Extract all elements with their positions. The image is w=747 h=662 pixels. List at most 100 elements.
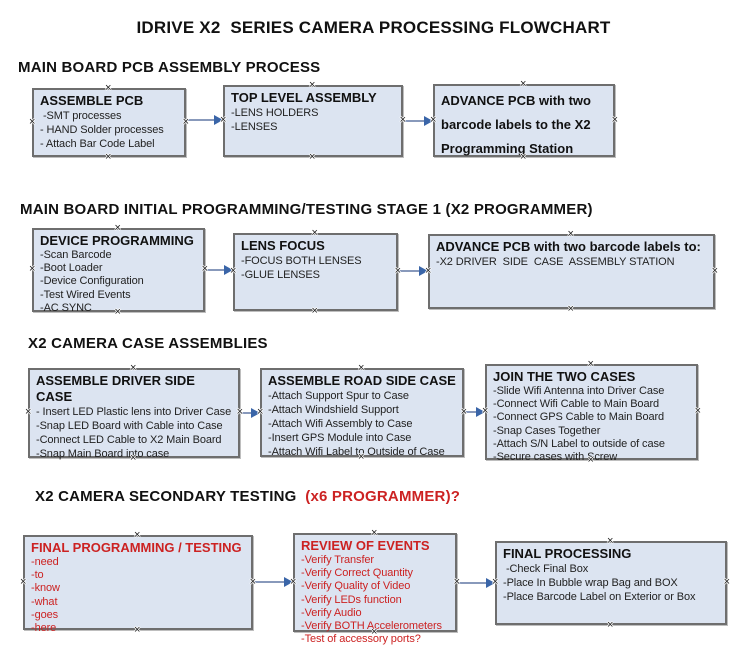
connector-anchor-icon: ×	[130, 362, 137, 374]
box-item: -Secure cases with Screw	[493, 451, 618, 464]
box-item-list: -Verify Transfer-Verify Correct Quantity…	[301, 554, 449, 646]
box-item: -to	[31, 569, 44, 582]
box-item: -Connect Wifi Cable to Main Board	[493, 398, 660, 411]
section-heading-initial-programming: MAIN BOARD INITIAL PROGRAMMING/TESTING S…	[20, 201, 593, 218]
arrowhead-icon	[284, 577, 293, 587]
box-item: -Attach Wifi Assembly to Case	[268, 418, 413, 430]
box-item: - Insert LED Plastic lens into Driver Ca…	[36, 406, 232, 418]
box-item: -LENSES	[231, 121, 278, 133]
box-item-list: -X2 DRIVER SIDE CASE ASSEMBLY STATION	[436, 255, 707, 269]
connector-anchor-icon: ×	[20, 575, 27, 588]
box-item: -goes	[31, 608, 59, 621]
arrow-lens-focus-to-advance-pcb	[399, 265, 428, 277]
connector-anchor-icon: ×	[567, 228, 574, 240]
connector-anchor-icon: ×	[492, 576, 499, 588]
box-item-list: -FOCUS BOTH LENSES -GLUE LENSES	[241, 254, 390, 282]
connector-anchor-icon: ×	[520, 151, 527, 163]
section-heading-text: X2 CAMERA SECONDARY TESTING	[35, 488, 297, 505]
box-title: REVIEW OF EVENTS	[301, 538, 430, 553]
connector-anchor-icon: ×	[482, 405, 489, 417]
box-item: -Check Final Box	[503, 563, 589, 575]
box-title: ADVANCE PCB with two barcode labels to t…	[441, 93, 595, 156]
connector-anchor-icon: ×	[587, 358, 594, 370]
arrow-review-to-final-processing	[458, 577, 495, 589]
box-item: -SMT processes	[40, 110, 122, 122]
section-heading-text: X2 CAMERA CASE ASSEMBLIES	[28, 335, 268, 352]
connector-anchor-icon: ×	[220, 114, 227, 126]
connector-anchor-icon: ×	[182, 115, 189, 128]
arrowhead-icon	[486, 578, 495, 588]
box-title: DEVICE PROGRAMMING	[40, 233, 194, 248]
connector-anchor-icon: ×	[249, 575, 256, 588]
box-item: -Attach Wifi Label to Outside of Case	[268, 446, 445, 458]
connector-anchor-icon: ×	[358, 451, 365, 463]
connector-anchor-icon: ×	[694, 405, 701, 417]
arrowhead-icon	[224, 265, 233, 275]
connector-anchor-icon: ×	[236, 406, 243, 418]
box-item-list: -need-to-know-what-goes-here	[31, 556, 245, 635]
arrow-line	[254, 581, 284, 583]
box-item: -Insert GPS Module into Case	[268, 432, 412, 444]
box-title: JOIN THE TWO CASES	[493, 369, 636, 384]
connector-anchor-icon: ×	[105, 82, 112, 94]
box-title: FINAL PROCESSING	[503, 546, 632, 561]
box-item: - Attach Bar Code Label	[40, 138, 155, 150]
page-title: IDRIVE X2 SERIES CAMERA PROCESSING FLOWC…	[136, 18, 611, 37]
connector-anchor-icon: ×	[607, 619, 614, 631]
section-heading-secondary-testing: X2 CAMERA SECONDARY TESTING (x6 PROGRAMM…	[35, 488, 460, 505]
connector-anchor-icon: ×	[567, 303, 574, 315]
arrowhead-icon	[476, 407, 485, 417]
box-item: -Device Configuration	[40, 275, 144, 288]
arrowhead-icon	[419, 266, 428, 276]
connector-anchor-icon: ×	[311, 227, 318, 239]
box-item: - HAND Solder processes	[40, 124, 164, 136]
box-item: -Test Wired Events	[40, 288, 131, 301]
box-item: -Verify Transfer	[301, 554, 374, 566]
box-item: -Snap Main Board into case	[36, 448, 170, 460]
box-item-list: -Slide Wifi Antenna into Driver Case-Con…	[493, 385, 690, 464]
connector-anchor-icon: ×	[134, 529, 141, 541]
arrow-final-programming-to-review	[254, 576, 293, 588]
connector-anchor-icon: ×	[130, 452, 137, 464]
box-item: -FOCUS BOTH LENSES	[241, 255, 362, 267]
box-top-level-assembly: × × × × TOP LEVEL ASSEMBLY -LENS HOLDERS…	[220, 80, 406, 163]
box-item-list: -Scan Barcode-Boot Loader-Device Configu…	[40, 249, 197, 315]
box-advance-pcb-driver-side-station: × × × × ADVANCE PCB with two barcode lab…	[425, 229, 718, 315]
arrowhead-icon	[424, 116, 433, 126]
connector-anchor-icon: ×	[25, 406, 32, 418]
arrow-road-case-to-join-cases	[465, 406, 485, 418]
box-item: -Connect GPS Cable to Main Board	[493, 411, 665, 424]
box-item: -GLUE LENSES	[241, 269, 320, 281]
connector-anchor-icon: ×	[114, 222, 121, 234]
box-item: -know	[31, 582, 60, 595]
arrow-assemble-pcb-to-top-level	[187, 114, 223, 126]
connector-anchor-icon: ×	[453, 575, 460, 588]
box-device-programming: × × × × DEVICE PROGRAMMING -Scan Barcode…	[29, 223, 208, 318]
box-item: -Connect LED Cable to X2 Main Board	[36, 434, 222, 446]
box-title: ASSEMBLE ROAD SIDE CASE	[268, 373, 456, 388]
arrow-line	[187, 119, 214, 121]
connector-anchor-icon: ×	[520, 78, 527, 90]
connector-anchor-icon: ×	[711, 264, 718, 277]
box-assemble-pcb: × × × × ASSEMBLE PCB -SMT processes- HAN…	[29, 83, 189, 163]
box-item: -what	[31, 595, 58, 608]
box-item: -Slide Wifi Antenna into Driver Case	[493, 385, 665, 397]
arrow-line	[206, 269, 224, 271]
connector-anchor-icon: ×	[460, 405, 467, 418]
box-item: -X2 DRIVER SIDE CASE ASSEMBLY STATION	[436, 256, 675, 268]
connector-anchor-icon: ×	[430, 113, 437, 126]
arrow-line	[399, 270, 419, 272]
connector-anchor-icon: ×	[587, 454, 594, 466]
box-title: FINAL PROGRAMMING / TESTING	[31, 540, 242, 555]
box-item: -Attach Windshield Support	[268, 404, 399, 416]
box-item: -Place Barcode Label on Exterior or Box	[503, 591, 696, 603]
box-item: -Snap Cases Together	[493, 424, 601, 437]
connector-anchor-icon: ×	[114, 306, 121, 318]
connector-anchor-icon: ×	[29, 263, 36, 275]
arrow-line	[404, 120, 424, 122]
box-final-processing: × × × × FINAL PROCESSING -Check Final Bo…	[492, 536, 730, 631]
box-item: -Verify Quality of Video	[301, 580, 411, 593]
box-item: -Place In Bubble wrap Bag and BOX	[503, 577, 678, 589]
connector-anchor-icon: ×	[311, 305, 318, 317]
box-item-list: - Insert LED Plastic lens into Driver Ca…	[36, 405, 232, 461]
